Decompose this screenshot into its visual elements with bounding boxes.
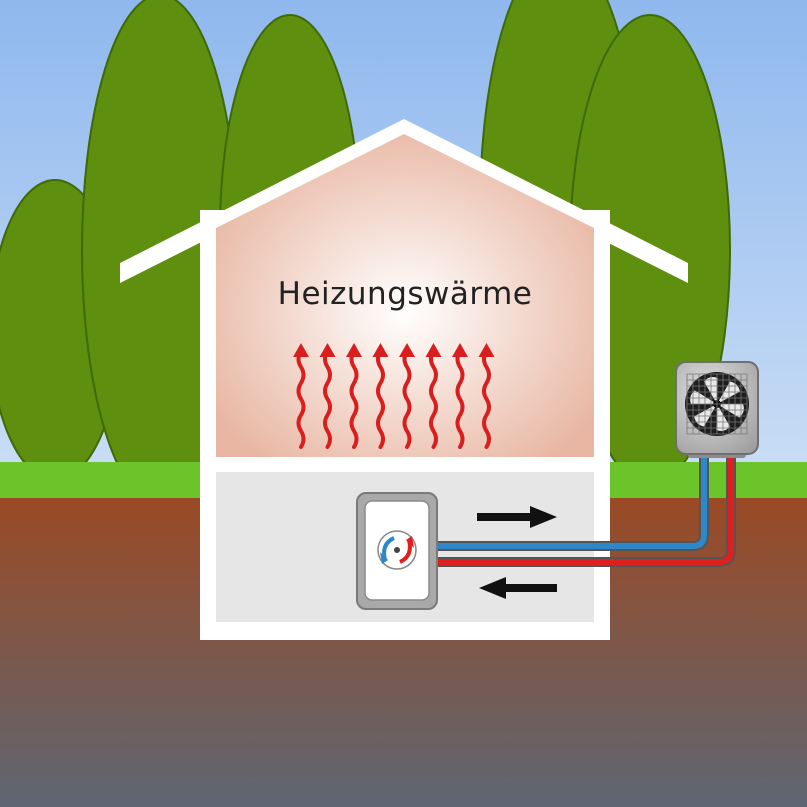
heat-label: Heizungswärme	[278, 276, 533, 312]
heat-wave-arrow-icon	[346, 343, 362, 449]
fan-blade	[690, 390, 717, 404]
pipe-hot	[436, 454, 734, 565]
heat-wave-arrow-icon	[319, 343, 336, 449]
heat-wave-arrow-icon	[425, 343, 442, 449]
heat-wave-arrow-icon	[478, 343, 495, 449]
living-room	[216, 134, 594, 457]
fan-blade	[717, 404, 744, 418]
heat-wave-arrow-icon	[372, 343, 389, 449]
heat-wave-arrow-icon	[293, 343, 309, 449]
pipe-cold	[436, 454, 707, 549]
pipes	[436, 454, 736, 567]
fan-grille	[686, 373, 748, 435]
flow-arrow-right-icon	[477, 506, 557, 528]
flow-arrow-left-icon	[479, 577, 557, 599]
heat-pump-outdoor-unit-icon	[675, 361, 759, 458]
heat-exchanger-cycle-icon	[377, 530, 417, 570]
indoor-heat-pump-unit	[356, 492, 438, 610]
heat-wave-arrow-icon	[452, 343, 468, 449]
heat-arrows	[293, 343, 495, 449]
heat-wave-arrow-icon	[399, 343, 415, 449]
